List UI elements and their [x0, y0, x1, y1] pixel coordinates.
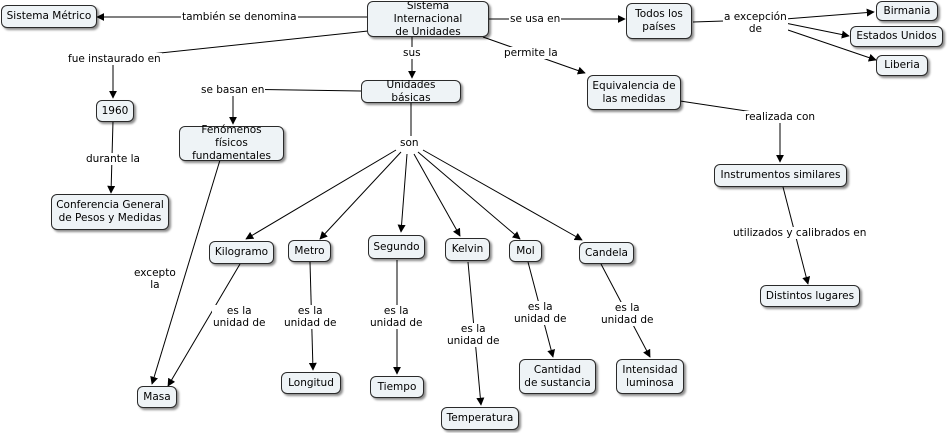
link-label-es-cd: es la unidad de [600, 302, 655, 326]
node-estados-unidos[interactable]: Estados Unidos [850, 26, 943, 47]
link-label-excepcion: a excepción de [723, 11, 788, 35]
link-label-es-kg: es la unidad de [212, 305, 267, 329]
link-label-durante: durante la [85, 153, 141, 165]
link-label-son: son [399, 137, 420, 149]
node-kelvin[interactable]: Kelvin [445, 238, 490, 261]
node-segundo[interactable]: Segundo [368, 235, 425, 259]
node-unidades-basicas[interactable]: Unidades básicas [361, 79, 461, 104]
link-label-usa: se usa en [509, 13, 562, 25]
node-equivalencia[interactable]: Equivalencia de las medidas [587, 75, 681, 110]
node-1960[interactable]: 1960 [96, 100, 134, 122]
node-conferencia-general[interactable]: Conferencia General de Pesos y Medidas [51, 194, 169, 230]
node-birmania[interactable]: Birmania [876, 1, 938, 21]
link-label-basan: se basan en [200, 84, 266, 96]
link-label-permite: permite la [503, 47, 559, 59]
node-sistema-metrico[interactable]: Sistema Métrico [1, 5, 97, 28]
node-metro[interactable]: Metro [288, 240, 331, 262]
node-longitud[interactable]: Longitud [281, 372, 341, 394]
node-kilogramo[interactable]: Kilogramo [209, 241, 274, 264]
node-todos-los-paises[interactable]: Todos los países [626, 3, 692, 39]
node-instrumentos-similares[interactable]: Instrumentos similares [714, 164, 847, 187]
link-label-excepto: excepto la [133, 267, 177, 291]
link-label-realizada: realizada con [744, 111, 817, 123]
node-tiempo[interactable]: Tiempo [370, 376, 424, 398]
node-distintos-lugares[interactable]: Distintos lugares [760, 285, 860, 307]
node-fenomenos-fisicos[interactable]: Fenómenos físicos fundamentales [179, 124, 284, 162]
link-label-es-k: es la unidad de [446, 323, 501, 347]
node-intensidad-luminosa[interactable]: Intensidad luminosa [616, 359, 684, 394]
link-label-es-m: es la unidad de [283, 305, 338, 329]
link-label-es-s: es la unidad de [369, 305, 424, 329]
node-mol[interactable]: Mol [509, 240, 542, 262]
link-label-fue: fue instaurado en [67, 53, 162, 65]
link-label-sus: sus [402, 47, 422, 59]
link-label-tambien: también se denomina [181, 11, 298, 23]
node-liberia[interactable]: Liberia [876, 55, 928, 76]
link-label-es-mol: es la unidad de [513, 301, 568, 325]
link-label-utilizados: utilizados y calibrados en [732, 227, 868, 239]
node-masa[interactable]: Masa [137, 386, 177, 408]
node-candela[interactable]: Candela [579, 242, 634, 264]
node-temperatura[interactable]: Temperatura [441, 407, 519, 430]
node-sistema-internacional[interactable]: Sistema Internacional de Unidades [367, 0, 489, 38]
node-cantidad-sustancia[interactable]: Cantidad de sustancia [519, 359, 596, 394]
